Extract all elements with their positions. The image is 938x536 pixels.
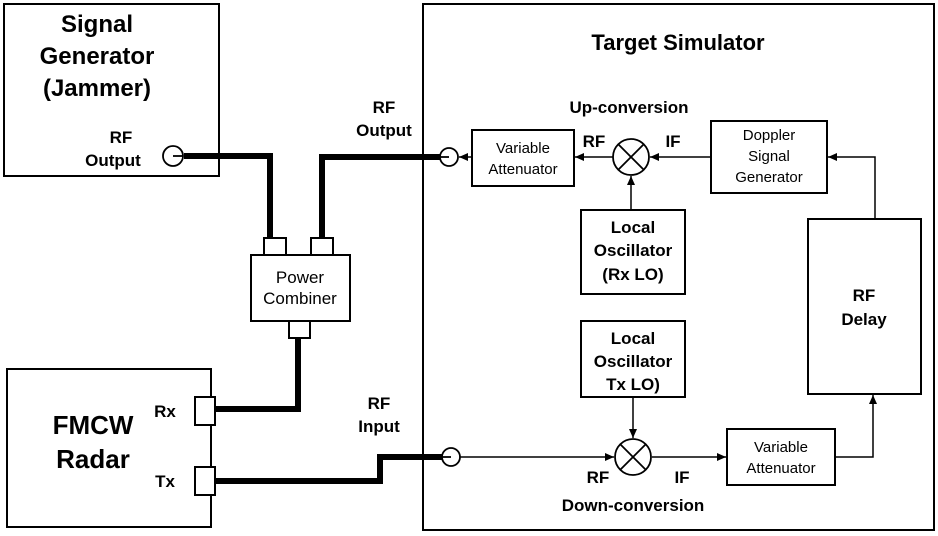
attenuator-top-line-1: Variable — [496, 140, 550, 157]
doppler-line-1: Doppler — [743, 127, 796, 144]
rf-output-label-1: RF — [373, 98, 396, 117]
power-combiner-line-2: Combiner — [263, 289, 337, 308]
rf-delay: RF Delay — [807, 218, 922, 395]
doppler-line-3: Generator — [735, 169, 803, 186]
simulator-rf-input-port — [441, 447, 461, 467]
signal-generator-line-1: Signal — [61, 11, 133, 38]
power-combiner-line-1: Power — [276, 268, 325, 287]
lo-tx-line-3: Tx LO) — [606, 375, 660, 394]
combiner-port-left — [263, 237, 287, 256]
rf-delay-line-2: Delay — [841, 310, 887, 329]
attenuator-bottom-line-1: Variable — [754, 439, 808, 456]
downconversion-mixer — [614, 438, 652, 476]
radar-tx-label: Tx — [155, 472, 175, 491]
signal-generator-port-label-2: Output — [85, 151, 141, 170]
rf-output-label-2: Output — [356, 121, 412, 140]
lo-tx-line-2: Oscillator — [594, 352, 673, 371]
combiner-port-bottom — [288, 320, 311, 339]
target-simulator-title: Target Simulator — [591, 30, 765, 55]
signal-generator-line-2: Generator — [40, 43, 155, 70]
signal-generator-block: Signal Generator (Jammer) RF Output — [3, 3, 220, 177]
doppler-line-2: Signal — [748, 148, 790, 165]
signal-generator-port-label-1: RF — [110, 128, 133, 147]
downconversion-if-label: IF — [674, 468, 689, 487]
local-oscillator-rx: Local Oscillator (Rx LO) — [580, 209, 686, 295]
upconversion-rf-label: RF — [583, 132, 606, 151]
jammer-cable — [184, 153, 273, 240]
downconversion-title: Down-conversion — [562, 496, 705, 515]
upconversion-mixer — [612, 138, 650, 176]
upconversion-title: Up-conversion — [569, 98, 688, 117]
variable-attenuator-top: Variable Attenuator — [471, 129, 575, 187]
signal-generator-line-3: (Jammer) — [43, 75, 151, 102]
combiner-port-right — [310, 237, 334, 256]
fmcw-radar-line-1: FMCW — [53, 410, 134, 440]
radar-rx-label: Rx — [154, 402, 176, 421]
lo-tx-line-1: Local — [611, 329, 655, 348]
lo-rx-line-3: (Rx LO) — [602, 265, 663, 284]
target-simulator-cable — [319, 154, 440, 240]
jammer-rf-port — [162, 145, 184, 167]
variable-attenuator-bottom: Variable Attenuator — [726, 428, 836, 486]
simulator-rf-output-port — [439, 147, 459, 167]
radar-tx-port — [194, 466, 216, 496]
rf-delay-line-1: RF — [853, 286, 876, 305]
upconversion-if-label: IF — [665, 132, 680, 151]
rf-input-label-1: RF — [368, 394, 391, 413]
lo-rx-line-2: Oscillator — [594, 241, 673, 260]
wire-attenuator-to-delay — [835, 395, 877, 458]
downconversion-rf-label: RF — [587, 468, 610, 487]
radar-tx-cable — [216, 454, 450, 484]
fmcw-radar-block: FMCW Radar Rx Tx — [6, 368, 212, 528]
rf-input-label-2: Input — [358, 417, 400, 436]
radar-rx-cable — [216, 337, 301, 412]
power-combiner: Power Combiner — [250, 237, 351, 339]
wire-delay-to-doppler — [828, 153, 876, 219]
fmcw-radar-line-2: Radar — [56, 444, 130, 474]
attenuator-top-line-2: Attenuator — [488, 161, 557, 178]
doppler-signal-generator: Doppler Signal Generator — [710, 120, 828, 194]
attenuator-bottom-line-2: Attenuator — [746, 460, 815, 477]
local-oscillator-tx: Local Oscillator Tx LO) — [580, 320, 686, 398]
radar-rx-port — [194, 396, 216, 426]
lo-rx-line-1: Local — [611, 218, 655, 237]
